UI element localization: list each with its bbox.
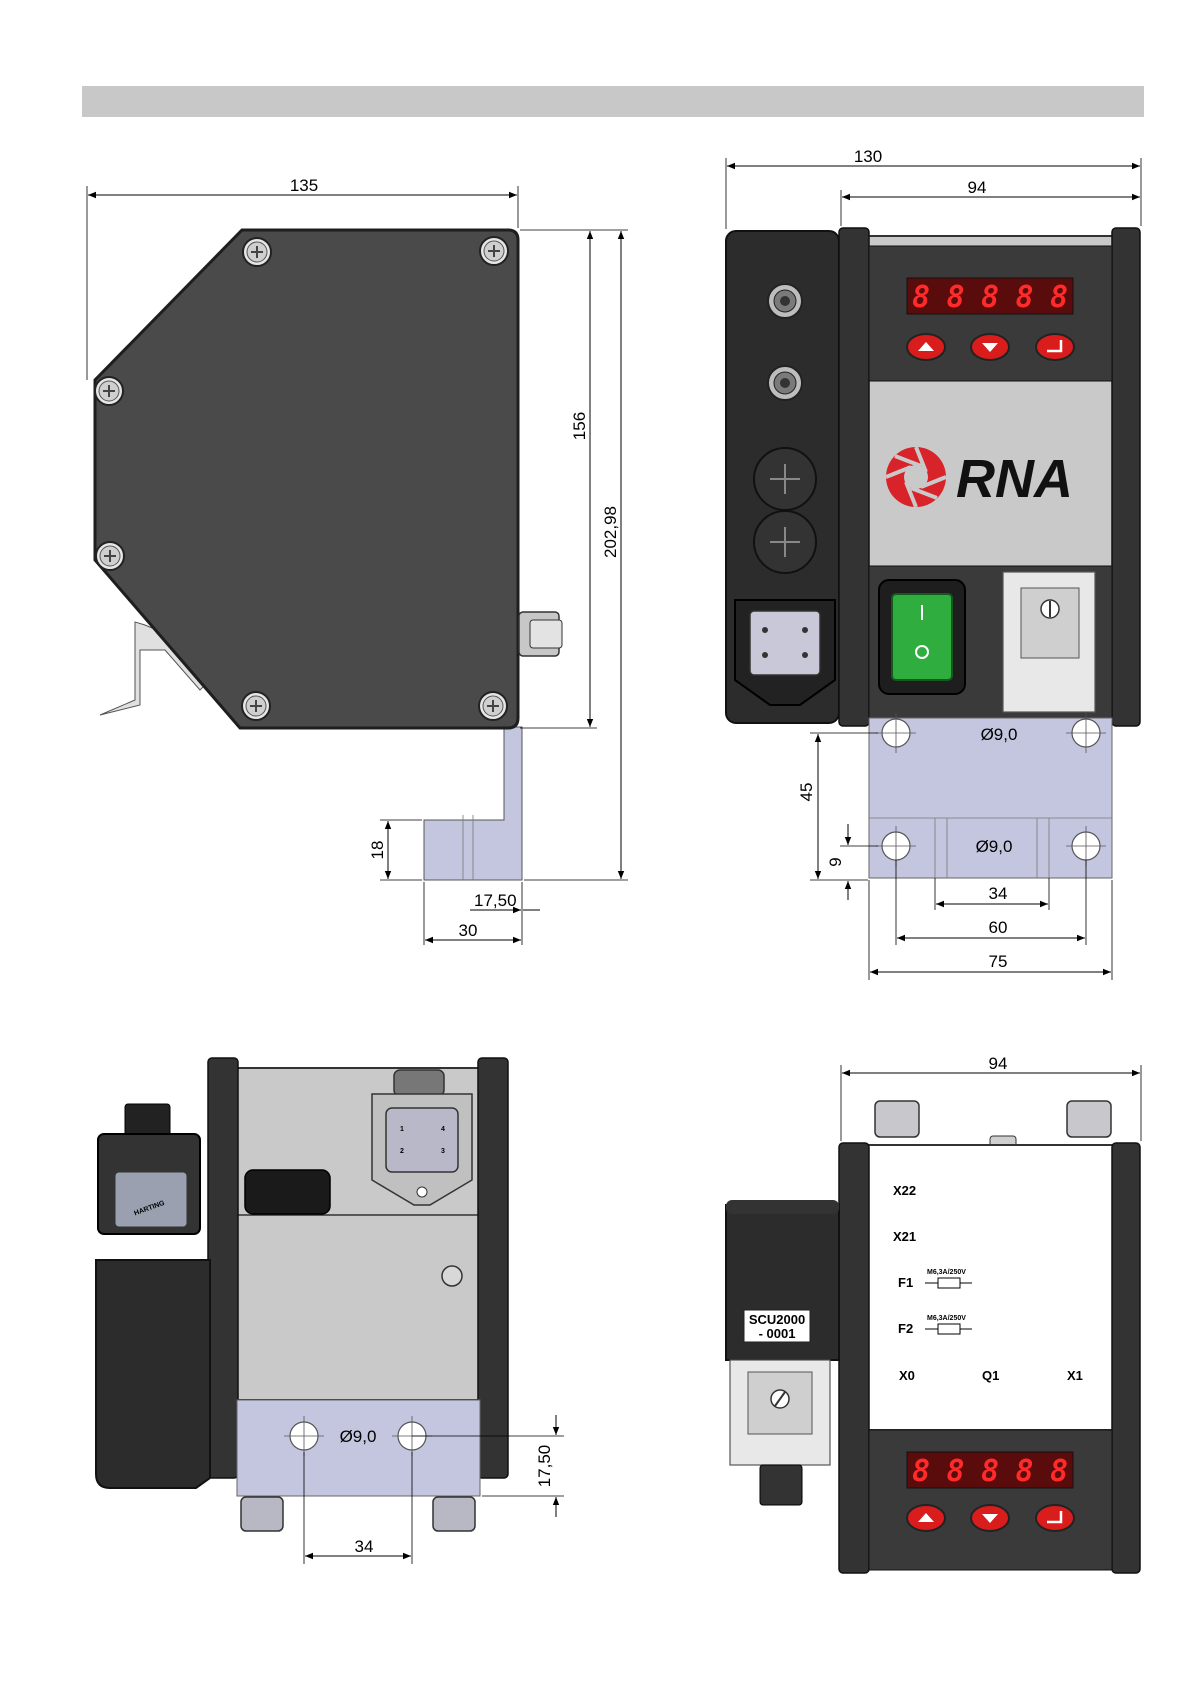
label-x1: X1: [1067, 1368, 1083, 1383]
pin-label: 4: [441, 1126, 445, 1133]
dim-side-width: 135: [290, 176, 318, 195]
harting-connector-icon: [735, 600, 835, 705]
serial-line-2: - 0001: [759, 1326, 796, 1341]
screw-icon: [479, 692, 507, 720]
dim-hole-edge: 9: [826, 857, 845, 866]
rna-logo-icon: [886, 447, 946, 507]
connector-m12-icon: [875, 1101, 919, 1137]
logo-text: RNA: [956, 449, 1073, 509]
label-q1: Q1: [982, 1368, 999, 1383]
front-view: 88888 RNA: [726, 147, 1141, 980]
hole-label-bottom: Ø9,0: [976, 837, 1013, 856]
blind-plug-icon: [245, 1170, 330, 1214]
harting-connector-icon: [730, 1360, 830, 1505]
screw-icon: [243, 238, 271, 266]
dim-rear-width: 94: [989, 1054, 1008, 1073]
dim-bracket-offset: 17,50: [474, 891, 517, 910]
blind-plug-icon: [754, 448, 816, 510]
dim-plate-width: 75: [989, 952, 1008, 971]
housing-side: [95, 230, 518, 728]
indicator-hole: [442, 1266, 462, 1286]
connector-m12-icon: [241, 1497, 283, 1531]
label-x0: X0: [899, 1368, 915, 1383]
arrow-down-icon[interactable]: [971, 1505, 1009, 1531]
bottom-view: Ø9,0 HARTING 1 2 3 4: [96, 1058, 564, 1564]
harting-connector-icon: HARTING: [98, 1104, 200, 1234]
connector-m12-icon: [768, 366, 802, 400]
dim-hole-vertical: 45: [797, 783, 816, 802]
screw-icon: [480, 237, 508, 265]
terminal-housing-bottom: [96, 1260, 210, 1488]
dim-side-height-total: 202,98: [601, 506, 620, 558]
dim-front-overall-width: 130: [854, 147, 882, 166]
pin-label: 1: [400, 1126, 404, 1133]
pin-label: 3: [441, 1148, 445, 1155]
dim-hole-pitch: 60: [989, 918, 1008, 937]
side-view: 135 156 202,98 18 17,50 30: [87, 176, 628, 945]
connector-m12-icon: [1067, 1101, 1111, 1137]
label-f1: F1: [898, 1275, 913, 1290]
dim-bottom-hole-pitch: 34: [355, 1537, 374, 1556]
dim-front-housing-width: 94: [968, 178, 987, 197]
dim-bracket-width: 30: [459, 921, 478, 940]
arrow-up-icon[interactable]: [907, 1505, 945, 1531]
fuse-rating-2: M6,3A/250V: [927, 1315, 966, 1322]
screw-icon: [95, 377, 123, 405]
serial-line-1: SCU2000: [749, 1312, 805, 1327]
label-x22: X22: [893, 1183, 916, 1198]
label-x21: X21: [893, 1229, 916, 1244]
dim-bottom-vertical: 17,50: [535, 1445, 554, 1488]
screw-icon: [96, 542, 124, 570]
dim-front-inner: 34: [989, 884, 1008, 903]
arrow-down-icon[interactable]: [971, 334, 1009, 360]
rear-view: 88888 SCU2000 - 0001 X22 X21 F1 F2 X0 Q1…: [726, 1054, 1141, 1573]
pin-label: 2: [400, 1148, 404, 1155]
dim-side-height-body: 156: [570, 412, 589, 440]
connector-m12-icon: [768, 284, 802, 318]
hole-label-bottom-view: Ø9,0: [340, 1427, 377, 1446]
hole-label-top: Ø9,0: [981, 725, 1018, 744]
enter-icon[interactable]: [1036, 334, 1074, 360]
connector-m12-icon: [433, 1497, 475, 1531]
screw-icon: [242, 692, 270, 720]
label-f2: F2: [898, 1321, 913, 1336]
arrow-up-icon[interactable]: [907, 334, 945, 360]
fuse-rating-1: M6,3A/250V: [927, 1269, 966, 1276]
blind-plug-icon: [754, 511, 816, 573]
mounting-plate-bottom: [237, 1400, 480, 1496]
enter-icon[interactable]: [1036, 1505, 1074, 1531]
dim-bracket-height: 18: [368, 841, 387, 860]
